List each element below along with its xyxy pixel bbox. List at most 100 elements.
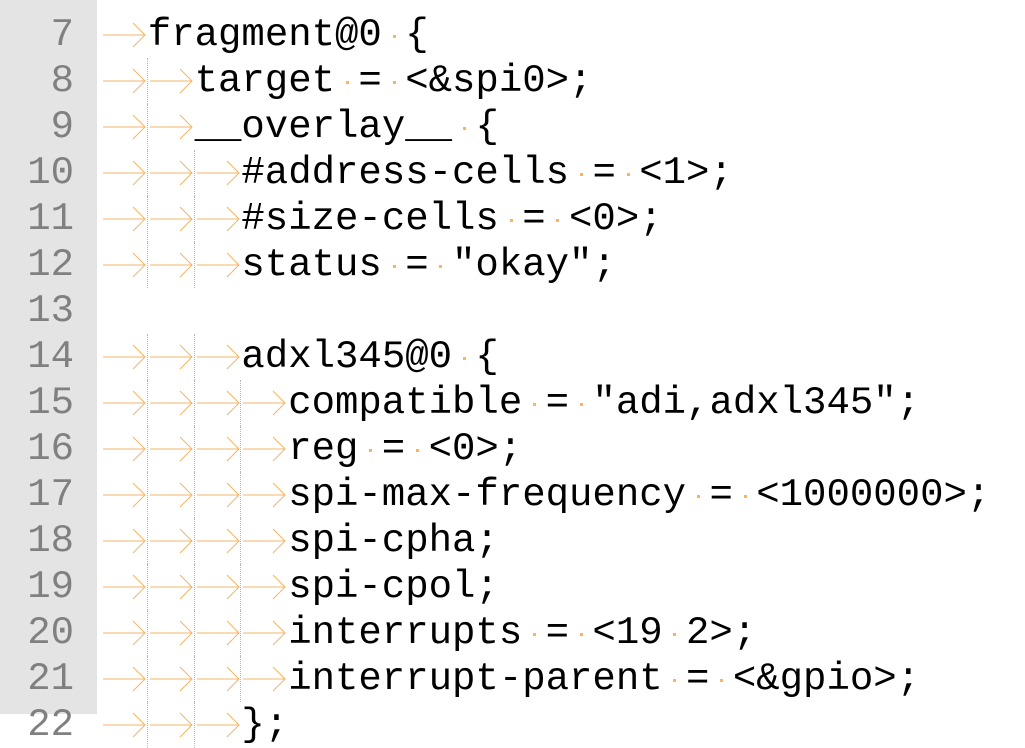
tab-arrow-icon <box>101 104 148 150</box>
code-text: spi-max-frequency <box>288 473 687 517</box>
tab-arrow-icon <box>101 334 148 380</box>
code-text: #address-cells <box>241 151 570 195</box>
tab-arrow-icon <box>240 656 288 702</box>
tab-arrow-icon <box>193 242 242 288</box>
code-text: 2>; <box>686 611 757 655</box>
code-text: = <box>545 611 570 655</box>
line-number: 21 <box>27 657 74 701</box>
whitespace-dot-icon <box>429 242 452 288</box>
tab-arrow-icon <box>146 150 195 196</box>
code-text: = <box>358 59 382 103</box>
tab-arrow-icon <box>146 196 195 242</box>
tab-arrow-icon <box>193 656 242 702</box>
tab-arrow-icon <box>146 380 195 426</box>
line-code: status="okay"; <box>101 242 616 288</box>
tab-arrow-icon <box>101 58 148 104</box>
code-text: compatible <box>288 381 523 425</box>
code-text: reg <box>288 427 359 471</box>
code-line[interactable]: 9__overlay__{ <box>0 104 1025 150</box>
whitespace-dot-icon <box>452 104 475 150</box>
line-number: 14 <box>27 335 74 379</box>
line-number: 8 <box>50 59 74 103</box>
tab-arrow-icon <box>101 196 148 242</box>
code-text: = <box>592 151 616 195</box>
whitespace-dot-icon <box>569 610 592 656</box>
line-code: target=<&spi0>; <box>101 58 592 104</box>
tab-arrow-icon <box>240 426 288 472</box>
code-text: __overlay__ <box>194 105 453 149</box>
whitespace-dot-icon <box>499 196 522 242</box>
code-text: <&gpio>; <box>732 657 921 701</box>
whitespace-dot-icon <box>569 380 592 426</box>
tab-arrow-icon <box>146 242 195 288</box>
whitespace-dot-icon <box>709 656 732 702</box>
tab-arrow-icon <box>146 656 195 702</box>
line-number-gutter <box>0 0 97 714</box>
tab-arrow-icon <box>193 610 242 656</box>
tab-arrow-icon <box>193 150 242 196</box>
tab-arrow-icon <box>146 472 195 518</box>
code-text: { <box>475 105 499 149</box>
tab-arrow-icon <box>146 610 195 656</box>
whitespace-dot-icon <box>663 610 686 656</box>
line-code: compatible="adi,adxl345"; <box>101 380 920 426</box>
tab-arrow-icon <box>146 58 195 104</box>
tab-arrow-icon <box>146 426 195 472</box>
line-number: 10 <box>27 151 74 195</box>
code-text: status <box>241 243 382 287</box>
code-line[interactable]: 16 reg=<0>; <box>0 426 1025 472</box>
code-line[interactable]: 21 interrupt-parent = <&gpio>; <box>0 656 1025 702</box>
line-code: adxl345@0{ <box>101 334 499 380</box>
code-line[interactable]: 10#address-cells=<1>; <box>0 150 1025 196</box>
code-text: adxl345@0 <box>241 335 453 379</box>
whitespace-dot-icon <box>569 150 592 196</box>
line-code: }; <box>101 702 288 748</box>
whitespace-dot-icon <box>382 58 405 104</box>
line-number: 16 <box>27 427 74 471</box>
whitespace-dot-icon <box>546 196 569 242</box>
tab-arrow-icon <box>101 564 148 610</box>
whitespace-dot-icon <box>382 242 405 288</box>
tab-arrow-icon <box>146 334 195 380</box>
code-text: <1000000>; <box>756 473 991 517</box>
code-text: = <box>709 473 733 517</box>
tab-arrow-icon <box>101 702 148 748</box>
line-code: interrupt-parent = <&gpio>; <box>101 656 920 702</box>
code-text: = <box>522 197 546 241</box>
line-number: 20 <box>27 611 74 655</box>
tab-arrow-icon <box>101 518 148 564</box>
line-code: fragment@0{ <box>101 12 429 58</box>
whitespace-dot-icon <box>335 58 358 104</box>
whitespace-dot-icon <box>616 150 639 196</box>
code-line[interactable]: 11#size-cells=<0>; <box>0 196 1025 242</box>
code-text: interrupt-parent <box>288 657 663 701</box>
code-line[interactable]: 14 adxl345@0{ <box>0 334 1025 380</box>
code-text: "adi,adxl345"; <box>592 381 921 425</box>
tab-arrow-icon <box>101 380 148 426</box>
tab-arrow-icon <box>101 610 148 656</box>
code-line[interactable]: 13 <box>0 288 1025 334</box>
tab-arrow-icon <box>240 472 288 518</box>
tab-arrow-icon <box>146 518 195 564</box>
code-text: spi-cpha; <box>288 519 499 563</box>
whitespace-dot-icon <box>686 472 709 518</box>
tab-arrow-icon <box>193 564 242 610</box>
tab-arrow-icon <box>193 518 242 564</box>
tab-arrow-icon <box>193 426 242 472</box>
code-line[interactable]: 22}; <box>0 702 1025 748</box>
line-code: spi-max-frequency = <1000000>; <box>101 472 990 518</box>
line-code: reg=<0>; <box>101 426 522 472</box>
whitespace-dot-icon <box>452 334 475 380</box>
code-text: = <box>686 657 710 701</box>
tab-arrow-icon <box>146 564 195 610</box>
whitespace-dot-icon <box>522 610 545 656</box>
code-line[interactable]: 8 target=<&spi0>; <box>0 58 1025 104</box>
